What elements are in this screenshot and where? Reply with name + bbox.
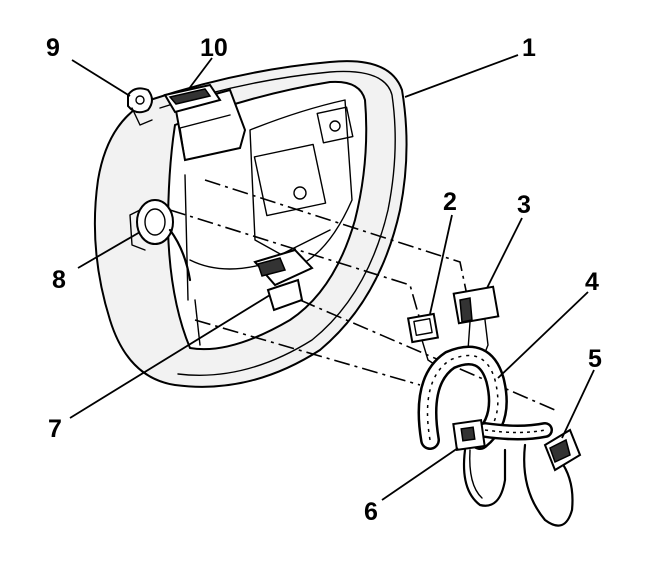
part-5-connector	[543, 428, 582, 472]
part-2-connector	[406, 312, 441, 369]
part-9-clip	[127, 87, 153, 126]
mirror-housing	[93, 60, 408, 388]
callout-10: 10	[200, 34, 228, 62]
part-8-round-connector	[129, 199, 192, 282]
alignment-lines	[169, 179, 556, 411]
part-4-wiring-harness	[417, 345, 574, 527]
callout-1: 1	[522, 34, 536, 62]
part-3-connector	[452, 285, 500, 366]
part-6-connector	[452, 419, 486, 451]
leader-lines	[69, 54, 595, 501]
part-7-connector	[253, 248, 314, 312]
callout-numbers: 1 2 3 4 5 6 7 8 9 10	[46, 34, 602, 526]
callout-7: 7	[48, 415, 62, 443]
callout-6: 6	[364, 498, 378, 526]
part-10-top-module	[163, 83, 222, 114]
callout-9: 9	[46, 34, 60, 62]
callout-2: 2	[443, 188, 457, 216]
callout-5: 5	[588, 345, 602, 373]
callout-4: 4	[585, 268, 599, 296]
callout-3: 3	[517, 191, 531, 219]
callout-8: 8	[52, 266, 66, 294]
